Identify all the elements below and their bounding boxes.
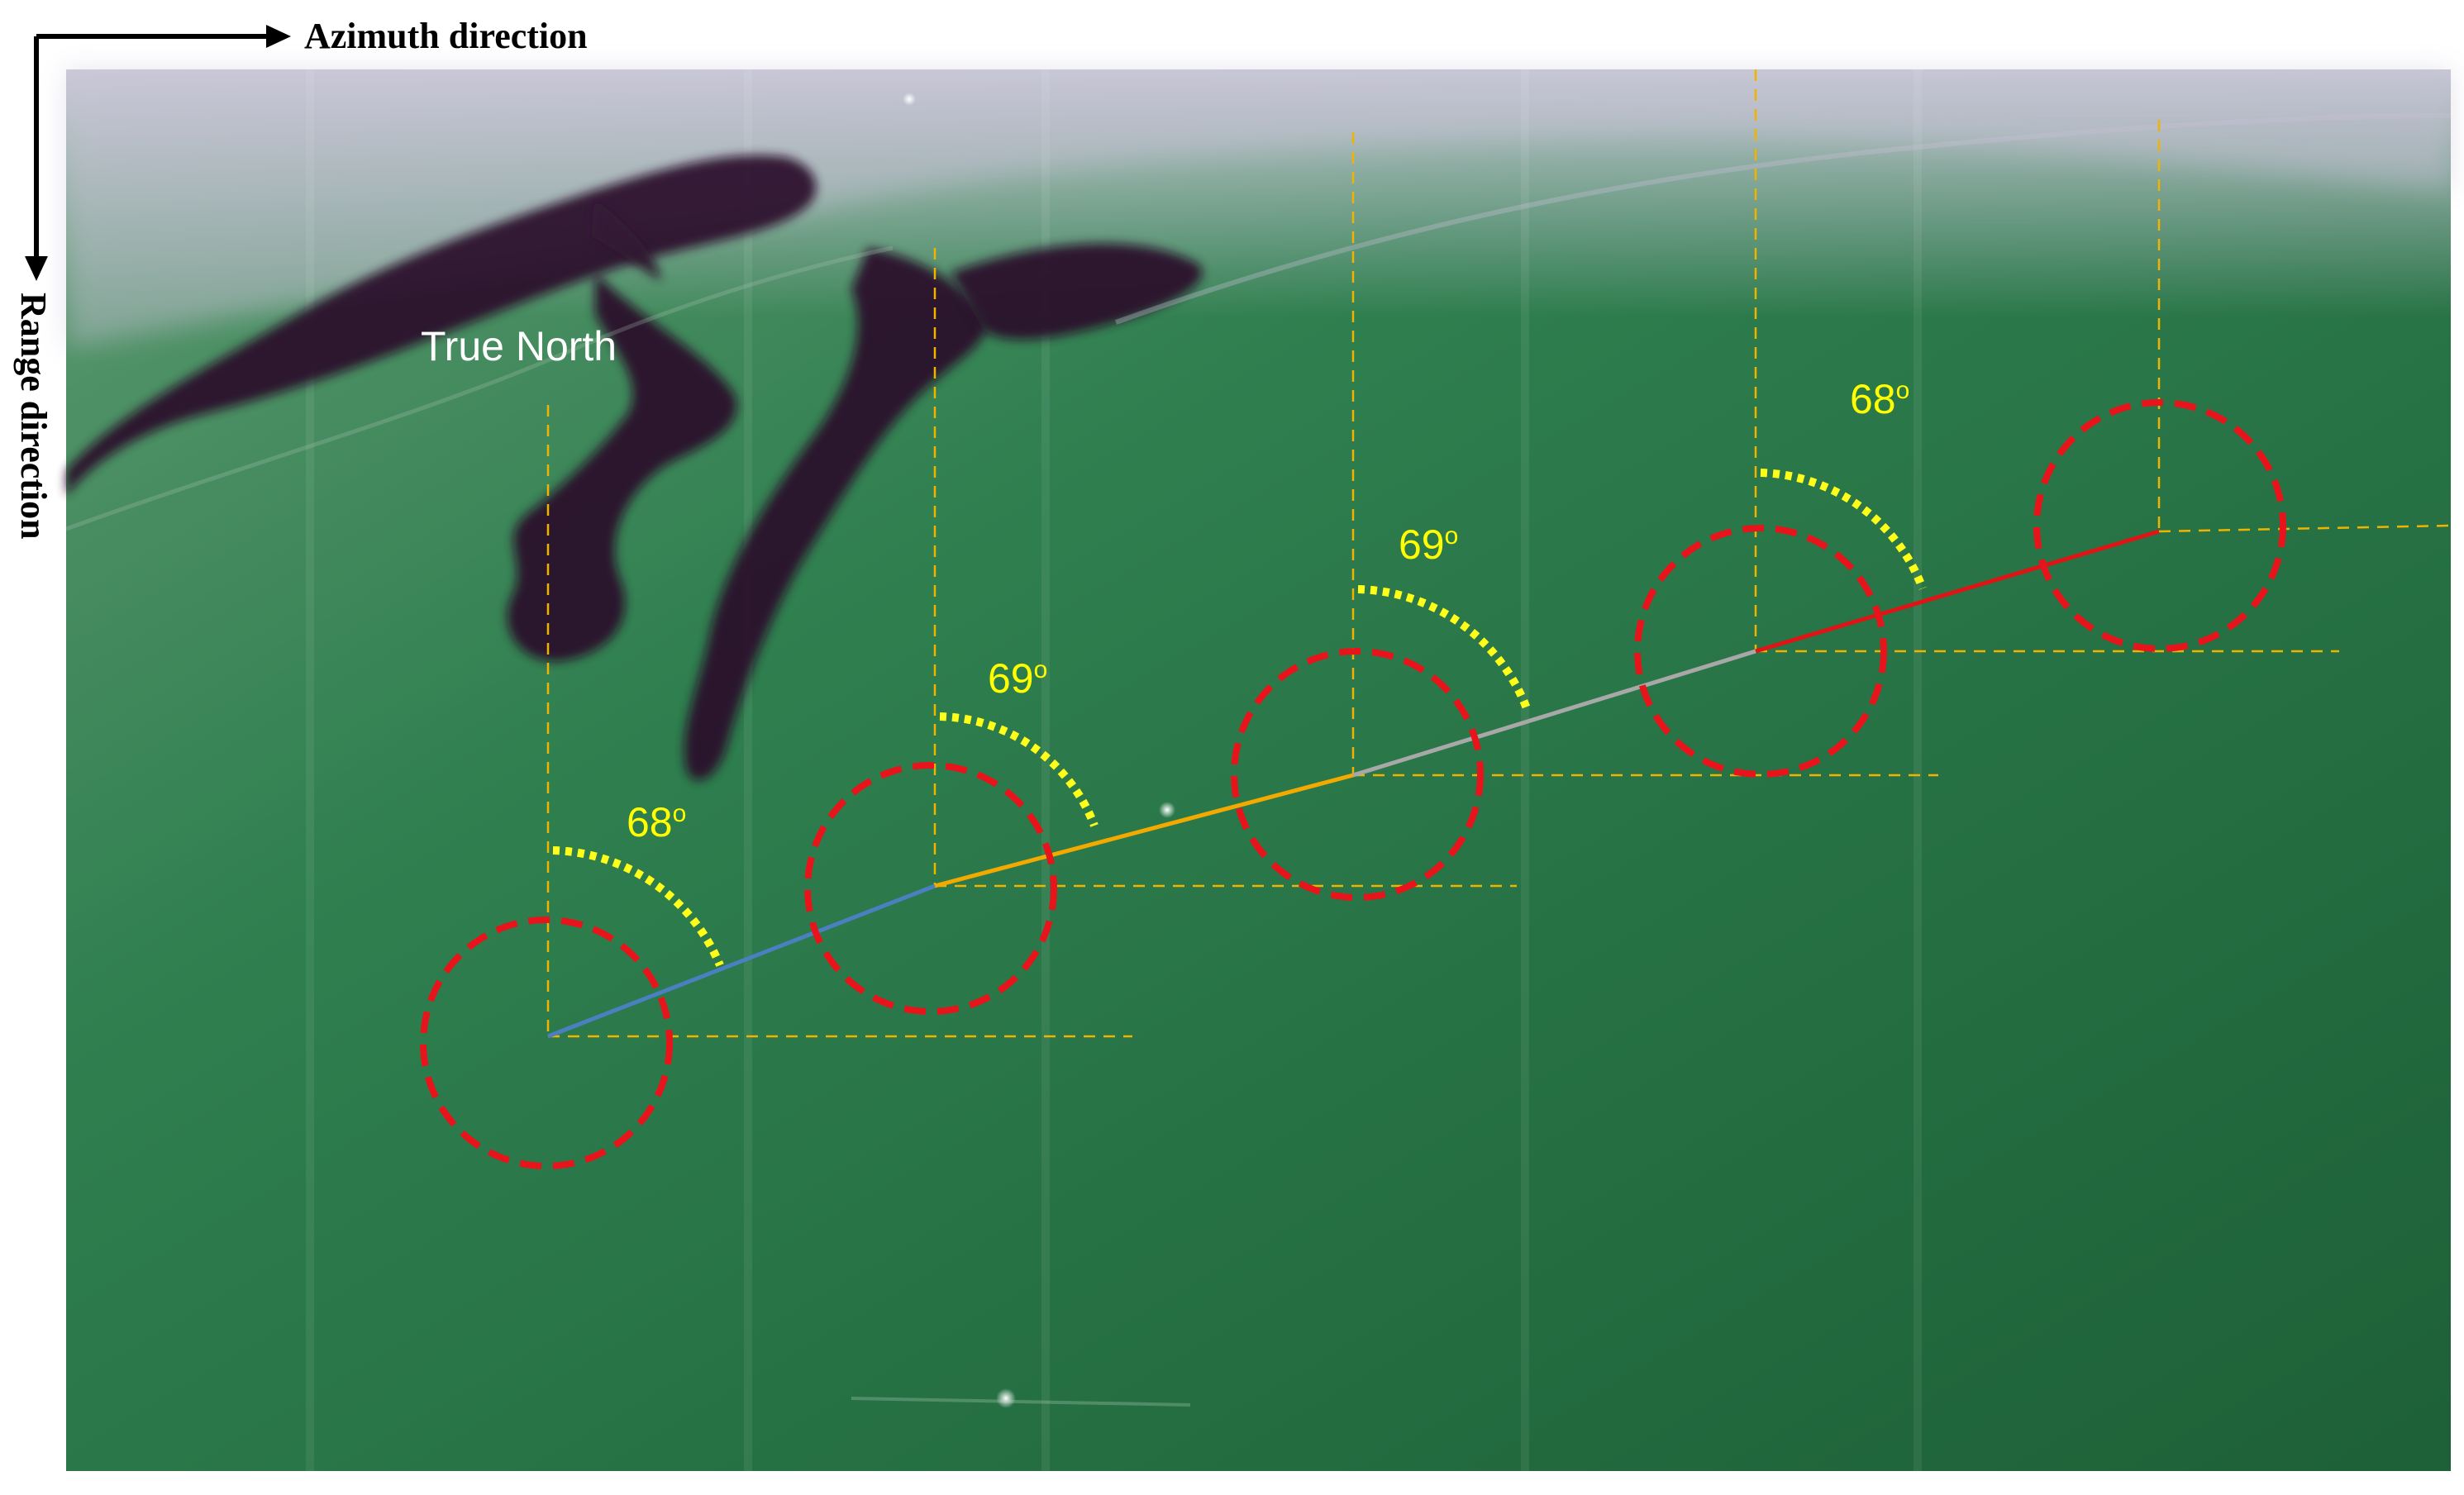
sar-image [65,69,2452,1471]
front-line [65,245,894,531]
front-line [1114,113,2452,325]
target-circle [1634,525,1887,778]
target-circles [420,399,2286,1169]
haze-band [66,69,2451,347]
track-segment-2 [934,773,1354,888]
track-segment-4 [1755,529,2160,654]
angle-arc [1760,469,1927,590]
angle-label-2: 69o [988,655,1047,702]
target-circle [420,917,673,1169]
ship-glint [1159,802,1175,818]
target-circle [2033,399,2286,652]
north-reference-lines [546,69,2161,1036]
angle-label-4: 68o [1850,376,1909,422]
angle-arc [552,846,724,967]
axis-arrows: Azimuth direction Range direction [13,16,588,540]
track-segment-3 [1352,649,1756,778]
angle-arc [1357,585,1531,710]
ship-glint [903,93,916,106]
true-north-label: True North [421,323,617,369]
azimuth-arrow-head [266,25,291,48]
range-arrow-head [25,256,48,281]
oil-slick [66,155,1203,781]
track-segment-1 [547,883,936,1039]
range-label: Range direction [13,293,54,540]
annotation-overlay: True North 68o 69o 69o 68o [420,69,2452,1169]
angle-label-3: 69o [1399,521,1458,568]
ship-wake [851,1397,1191,1407]
target-circle [804,762,1057,1015]
azimuth-label: Azimuth direction [304,16,588,56]
angle-arc [939,712,1099,827]
angle-label-1: 68o [627,799,686,845]
ship-glint [996,1388,1016,1408]
angle-arcs [552,469,1927,967]
horizontal-reference-lines [548,524,2452,1038]
horizontal-line [2158,524,2452,533]
target-circle [1231,648,1484,901]
